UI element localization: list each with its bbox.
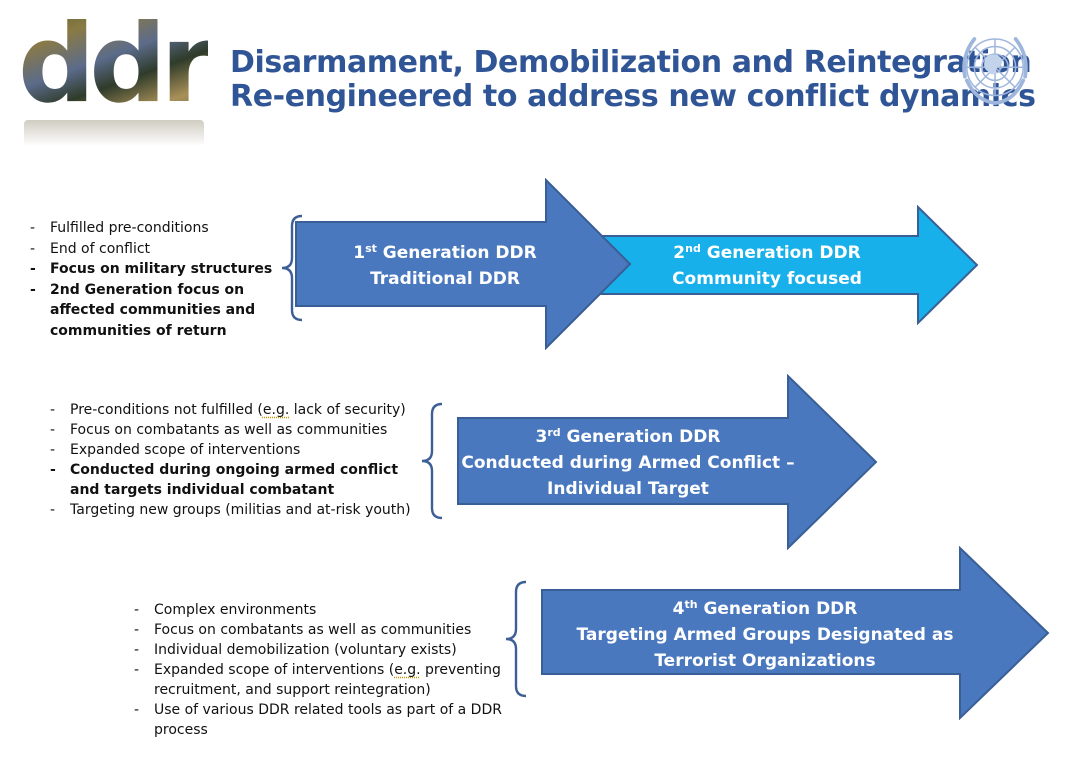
- arrow-subtitle-2: Terrorist Organizations: [654, 651, 876, 671]
- bullet-item: Expanded scope of interventions: [50, 440, 430, 460]
- bullet-item: Targeting new groups (militias and at-ri…: [50, 500, 430, 520]
- arrow-subtitle: Conducted during Armed Conflict –: [461, 453, 795, 473]
- section-2-bullets: Pre-conditions not fulfilled (e.g. lack …: [50, 400, 430, 520]
- bullet-item: Individual demobilization (voluntary exi…: [134, 640, 514, 660]
- bullet-item: Complex environments: [134, 600, 514, 620]
- title-line-1: Disarmament, Demobilization and Reintegr…: [230, 45, 1032, 80]
- ddr-logo: ddr: [18, 2, 214, 146]
- arrow-4th-generation: [541, 546, 1050, 720]
- arrow-1st-generation: [295, 178, 632, 350]
- arrow-label-2nd: 2nd Generation DDR Community focused: [632, 240, 902, 292]
- bullet-item: 2nd Generation focus on affected communi…: [30, 280, 280, 342]
- arrow-3rd-generation: [457, 374, 878, 550]
- curly-bracket-icon: [505, 580, 527, 698]
- bullet-item: Focus on military structures: [30, 259, 280, 280]
- ddr-logo-text: ddr: [18, 0, 214, 130]
- bullet-item: Fulfilled pre-conditions: [30, 218, 280, 239]
- un-emblem-icon: [962, 37, 1028, 105]
- arrow-2nd-generation: [541, 205, 979, 325]
- arrow-label-3rd: 3rd Generation DDR Conducted during Arme…: [458, 424, 798, 502]
- bullet-item: Focus on combatants as well as communiti…: [50, 420, 430, 440]
- arrow-label-4th: 4th Generation DDR Targeting Armed Group…: [560, 596, 970, 674]
- curly-bracket-icon: [281, 214, 303, 322]
- section-3-bullets: Complex environments Focus on combatants…: [134, 600, 514, 740]
- bullet-item: Expanded scope of interventions (e.g. pr…: [134, 660, 514, 700]
- arrow-subtitle: Targeting Armed Groups Designated as: [576, 625, 954, 645]
- bullet-item: Conducted during ongoing armed conflict …: [50, 460, 430, 500]
- arrow-heading: 4th Generation DDR: [672, 598, 858, 619]
- bullet-item: Pre-conditions not fulfilled (e.g. lack …: [50, 400, 430, 420]
- arrow-heading: 3rd Generation DDR: [535, 426, 721, 447]
- arrow-heading: 2nd Generation DDR: [673, 242, 861, 263]
- bullet-item: Focus on combatants as well as communiti…: [134, 620, 514, 640]
- section-1-bullets: Fulfilled pre-conditions End of conflict…: [30, 218, 280, 341]
- page-title: Disarmament, Demobilization and Reintegr…: [230, 45, 1036, 114]
- curly-bracket-icon: [421, 402, 443, 520]
- bullet-item: End of conflict: [30, 239, 280, 260]
- arrow-subtitle: Traditional DDR: [370, 269, 520, 289]
- bullet-item: Use of various DDR related tools as part…: [134, 700, 514, 740]
- arrow-subtitle-2: Individual Target: [547, 479, 709, 499]
- title-line-2: Re-engineered to address new conflict dy…: [230, 79, 1036, 114]
- ddr-logo-reflection: [24, 120, 204, 146]
- arrow-heading: 1st Generation DDR: [353, 242, 537, 263]
- arrow-label-1st: 1st Generation DDR Traditional DDR: [310, 240, 580, 292]
- arrow-subtitle: Community focused: [672, 269, 862, 289]
